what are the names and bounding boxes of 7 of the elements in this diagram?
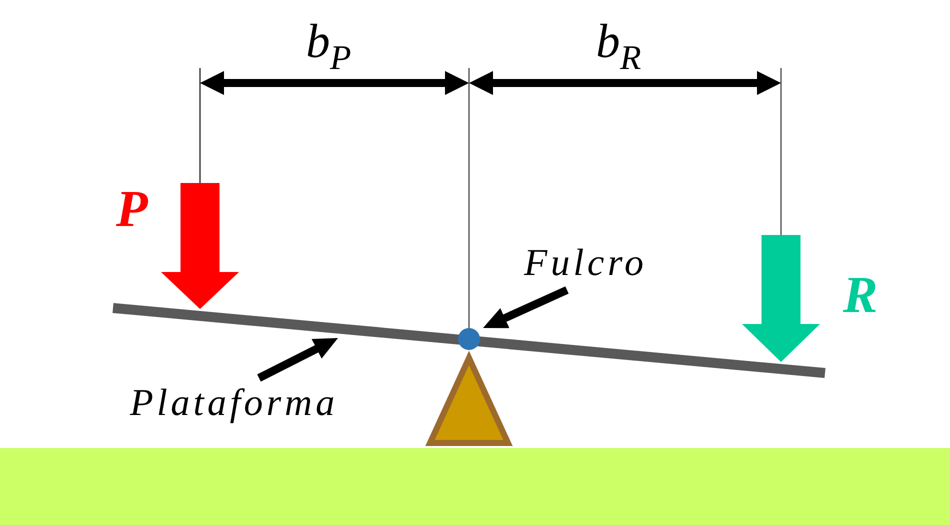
part-label: Fulcro bbox=[524, 243, 648, 285]
force-label: R bbox=[843, 270, 878, 322]
force-label: P bbox=[116, 184, 148, 236]
fulcrum-support bbox=[425, 350, 513, 446]
pivot-dot bbox=[458, 328, 480, 350]
part-label: Plataforma bbox=[130, 383, 338, 425]
platform-bar bbox=[112, 303, 826, 378]
